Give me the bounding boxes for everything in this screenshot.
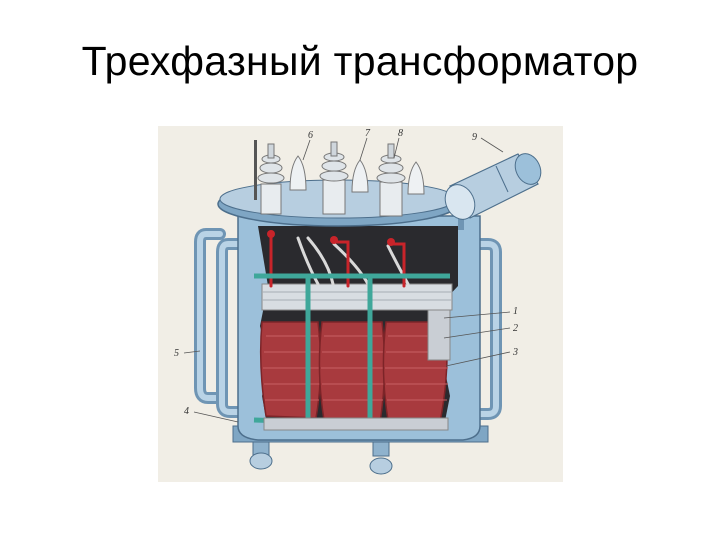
conservator-tank — [444, 153, 542, 230]
callout-7: 7 — [365, 128, 371, 139]
bushing-hv-1 — [257, 143, 285, 215]
bushing-lv-3 — [407, 161, 425, 195]
cooling-tube-right — [470, 238, 502, 420]
bushing-lv-1 — [289, 155, 307, 191]
slide-title: Трехфазный трансформатор — [81, 38, 639, 84]
callout-9: 9 — [472, 132, 477, 143]
core-leg — [427, 309, 451, 361]
bushing-hv-2 — [319, 141, 349, 215]
callout-5: 5 — [174, 348, 179, 359]
winding-phase-b — [318, 321, 386, 423]
callout-leaders — [183, 137, 511, 423]
callout-6: 6 — [308, 130, 313, 141]
callout-labels: 6 7 8 9 1 2 3 5 4 — [174, 128, 518, 417]
bushings — [254, 140, 425, 217]
core-top-yoke — [261, 283, 453, 311]
cooling-tube-left — [194, 228, 244, 418]
bushing-lv-2 — [351, 159, 369, 193]
callout-4: 4 — [184, 406, 189, 417]
callout-8: 8 — [398, 128, 403, 139]
callout-2: 2 — [513, 323, 518, 334]
transformer-illustration: 6 7 8 9 1 2 3 5 4 — [158, 126, 563, 482]
callout-3: 3 — [512, 347, 518, 358]
callout-1: 1 — [513, 306, 518, 317]
bushing-hv-3 — [376, 143, 406, 217]
lead-wires — [267, 230, 410, 288]
winding-phase-a — [259, 321, 322, 419]
core-bottom-yoke — [263, 417, 449, 431]
